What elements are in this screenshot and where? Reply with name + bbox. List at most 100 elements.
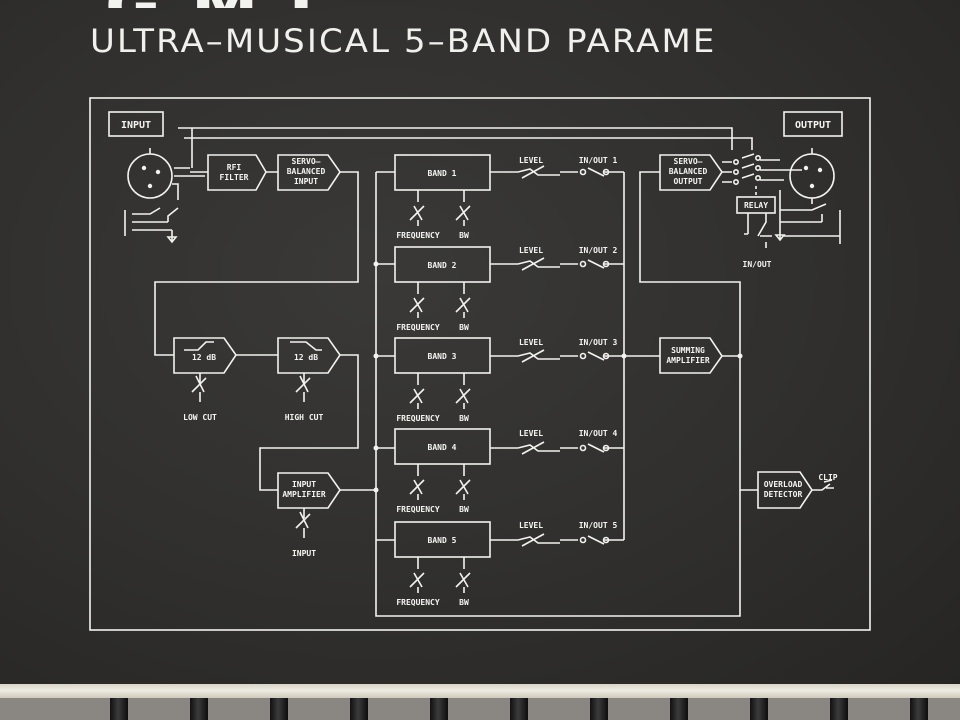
band-3-label: BAND 3: [428, 352, 457, 361]
output-label: OUTPUT: [795, 120, 831, 131]
relay-block: [736, 196, 776, 214]
clip-label: CLIP: [818, 473, 837, 482]
servo-input-label-3: INPUT: [294, 177, 318, 186]
stand-leg: [190, 698, 208, 720]
summing-routing-wires: [639, 171, 758, 491]
rfi-filter-label-1: RFI: [227, 163, 242, 172]
band-3-level-label: LEVEL: [519, 338, 543, 347]
input-amp-label-2: AMPLIFIER: [282, 490, 326, 499]
panel-subtitle: ULTRA–MUSICAL 5–BAND PARAME: [90, 22, 717, 60]
band-5-frequency-label: FREQUENCY: [396, 598, 440, 607]
servo-output-label-2: BALANCED: [669, 167, 708, 176]
band-5-level-switch-icon: [490, 533, 624, 547]
stand-leg: [750, 698, 768, 720]
relay-label: RELAY: [744, 201, 768, 210]
band-1-bw-label: BW: [459, 231, 469, 240]
background-floor: [0, 698, 960, 720]
band-feed-bus: [375, 171, 741, 617]
stand-leg: [590, 698, 608, 720]
band-4-group: BAND 4 FREQUENCY BW LEVEL IN/OUT 4: [394, 428, 624, 514]
band-2-group: BAND 2 FREQUENCY BW LEVEL IN/OUT 2: [394, 246, 624, 332]
band-3-level-switch-icon: [490, 349, 624, 363]
stand-leg: [510, 698, 528, 720]
input-amp-label-1: INPUT: [292, 480, 316, 489]
input-amp-pot-label: INPUT: [292, 549, 316, 558]
rfi-filter-block: [207, 154, 267, 191]
high-cut-slope-label: 12 dB: [294, 353, 318, 362]
servo-output-label-3: OUTPUT: [674, 177, 703, 186]
stand-leg: [670, 698, 688, 720]
output-label-box: [783, 111, 843, 137]
band-4-bw-label: BW: [459, 505, 469, 514]
xlr-input-connector-icon: [127, 148, 205, 200]
band-3-bw-label: BW: [459, 414, 469, 423]
band-4-level-switch-icon: [490, 441, 624, 455]
band-2-label: BAND 2: [428, 261, 457, 270]
servo-input-label-1: SERVO–: [292, 157, 321, 166]
clip-led-icon: [812, 479, 834, 491]
band-1-group: BAND 1 FREQUENCY BW LEVEL IN/OUT 1: [394, 154, 624, 240]
diagram-frame: [89, 97, 871, 631]
xlr-output-connector-icon: [789, 148, 835, 204]
band-1-level-label: LEVEL: [519, 156, 543, 165]
band-5-pots-icon: [409, 557, 471, 593]
band-5-label: BAND 5: [428, 536, 457, 545]
output-jack-icon: [774, 190, 841, 244]
relay-contacts-icon: [722, 153, 790, 196]
relay-switch-icon: [744, 213, 772, 248]
overload-detector-block: [757, 471, 813, 509]
input-jack-icon: [124, 207, 179, 244]
stand-leg: [270, 698, 288, 720]
band-1-pots-icon: [409, 190, 471, 226]
servo-input-block: [277, 154, 341, 191]
high-cut-label: HIGH CUT: [285, 413, 324, 422]
rfi-filter-label-2: FILTER: [220, 173, 249, 182]
low-cut-slope-icon: [184, 341, 214, 351]
servo-output-block: [659, 154, 723, 191]
front-panel: GML ULTRA–MUSICAL 5–BAND PARAME INPUT OU…: [0, 0, 960, 688]
band-2-level-label: LEVEL: [519, 246, 543, 255]
low-cut-filter-block: [173, 337, 237, 374]
band-2-pots-icon: [409, 282, 471, 318]
band-4-block: [394, 428, 491, 465]
input-amp-pot-icon: [295, 508, 311, 538]
input-label: INPUT: [121, 120, 151, 131]
band-1-label: BAND 1: [428, 169, 457, 178]
band-1-frequency-label: FREQUENCY: [396, 231, 440, 240]
stand-leg: [910, 698, 928, 720]
input-label-box: [108, 111, 164, 137]
summing-label-1: SUMMING: [671, 346, 705, 355]
band-3-pots-icon: [409, 373, 471, 409]
band-3-inout-label: IN/OUT 3: [579, 338, 618, 347]
band-5-bw-label: BW: [459, 598, 469, 607]
input-amplifier-block: [277, 472, 341, 509]
overload-label-2: DETECTOR: [764, 490, 803, 499]
servo-output-label-1: SERVO–: [674, 157, 703, 166]
band-1-inout-label: IN/OUT 1: [579, 156, 618, 165]
brand-logo: GML: [0, 0, 960, 8]
high-cut-slope-icon: [290, 341, 322, 351]
band-output-bus: [623, 172, 660, 540]
servo-to-filter-wire: [154, 171, 359, 356]
bypass-lines: [178, 127, 753, 168]
band-5-group: BAND 5 FREQUENCY BW LEVEL IN/OUT 5: [394, 521, 624, 607]
band-2-level-switch-icon: [490, 257, 624, 271]
relay-switch-label: IN/OUT: [743, 260, 772, 269]
band-2-frequency-label: FREQUENCY: [396, 323, 440, 332]
summing-label-2: AMPLIFIER: [666, 356, 710, 365]
stand-leg: [110, 698, 128, 720]
stand-leg: [430, 698, 448, 720]
band-5-inout-label: IN/OUT 5: [579, 521, 618, 530]
band-4-pots-icon: [409, 464, 471, 500]
low-cut-pot-icon: [191, 373, 207, 402]
band-3-frequency-label: FREQUENCY: [396, 414, 440, 423]
brand-logo-text: GML: [105, 0, 362, 8]
high-cut-pot-icon: [295, 373, 311, 402]
band-2-bw-label: BW: [459, 323, 469, 332]
low-cut-slope-label: 12 dB: [192, 353, 216, 362]
band-4-inout-label: IN/OUT 4: [579, 429, 618, 438]
summing-amplifier-block: [659, 337, 723, 374]
band-3-group: BAND 3 FREQUENCY BW LEVEL IN/OUT 3: [394, 337, 624, 423]
overload-label-1: OVERLOAD: [764, 480, 803, 489]
low-cut-label: LOW CUT: [183, 413, 217, 422]
